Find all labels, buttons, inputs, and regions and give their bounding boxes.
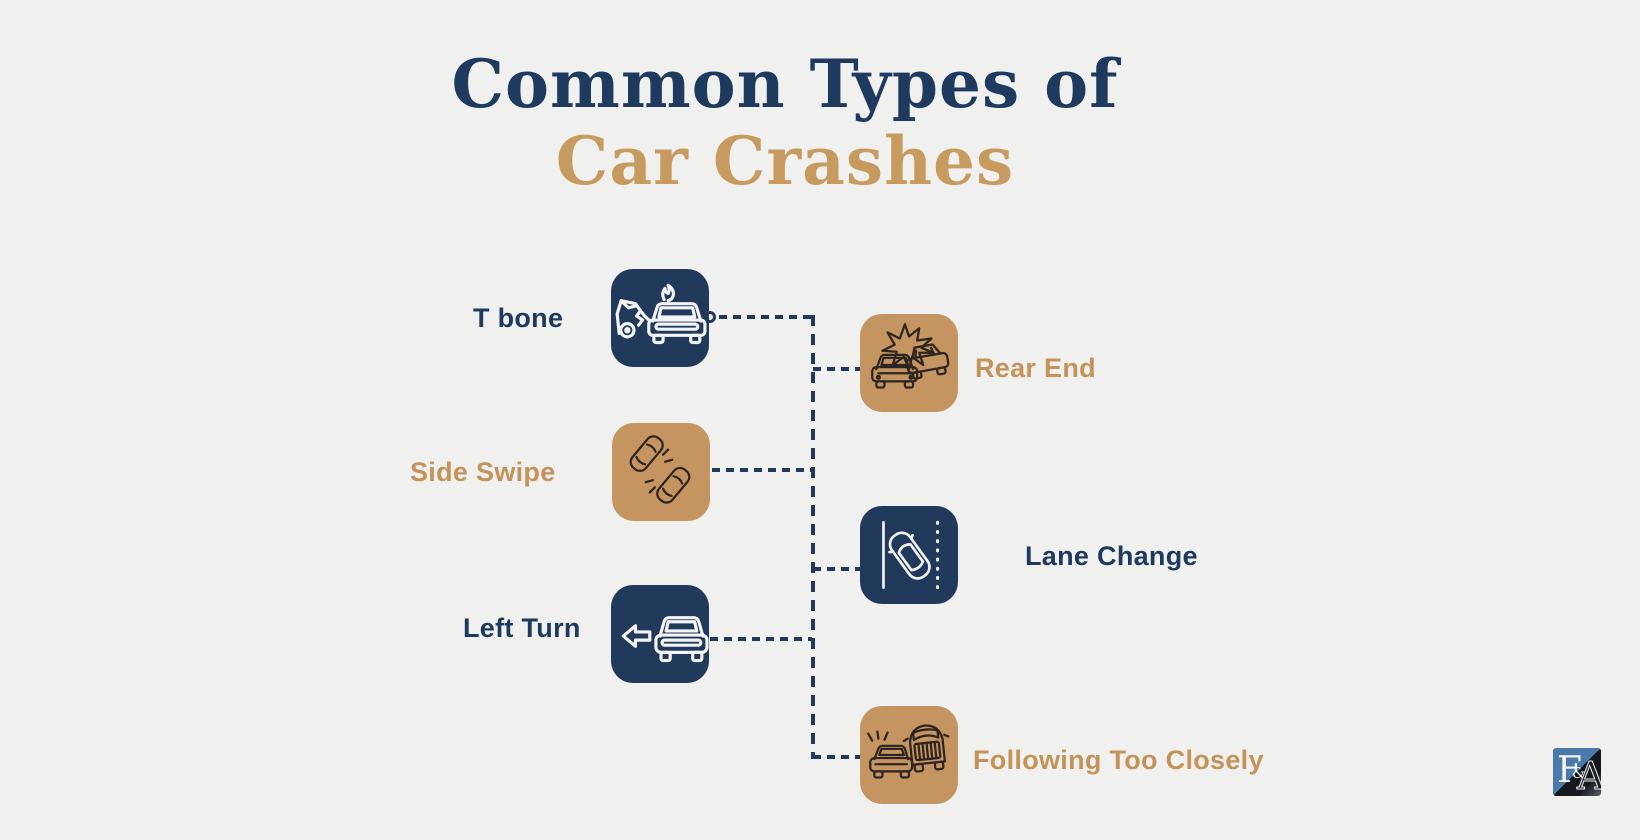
logo-letter-a: A <box>1576 754 1601 797</box>
following-too-closely-icon <box>867 724 950 779</box>
node-label-t-bone: T bone <box>473 303 564 333</box>
page-title: Common Types of Car Crashes <box>0 46 1570 200</box>
side-swipe-crash-icon <box>629 435 691 504</box>
logo-letter-f: F <box>1557 750 1582 791</box>
connector-line-following-too-closely <box>813 755 860 759</box>
left-turn-arrow-car-icon <box>621 616 709 663</box>
node-label-left-turn: Left Turn <box>463 613 581 643</box>
page-title-line1: Common Types of <box>451 45 1119 123</box>
firm-logo: F & A <box>1553 748 1601 796</box>
node-box-side-swipe <box>612 423 710 521</box>
rear-end-crash-icon <box>871 323 950 389</box>
node-box-following-too-closely <box>860 706 958 804</box>
connector-line-rear-end <box>813 367 860 371</box>
node-label-lane-change: Lane Change <box>1025 541 1198 571</box>
node-label-rear-end: Rear End <box>975 353 1096 383</box>
connector-trunk-line <box>811 315 815 759</box>
logo-ampersand: & <box>1572 764 1586 782</box>
node-box-left-turn <box>611 585 709 683</box>
node-box-t-bone <box>611 269 709 367</box>
connector-line-side-swipe <box>712 468 812 472</box>
node-box-lane-change <box>860 506 958 604</box>
node-label-following-too-closely: Following Too Closely <box>973 745 1264 775</box>
t-bone-crash-icon <box>615 283 707 345</box>
connector-line-t-bone <box>719 315 812 319</box>
connector-line-left-turn <box>710 637 812 641</box>
connector-line-lane-change <box>813 567 860 571</box>
node-label-side-swipe: Side Swipe <box>410 457 556 487</box>
page-title-line2: Car Crashes <box>555 122 1015 200</box>
lane-change-car-icon <box>882 520 940 590</box>
node-box-rear-end <box>860 314 958 412</box>
